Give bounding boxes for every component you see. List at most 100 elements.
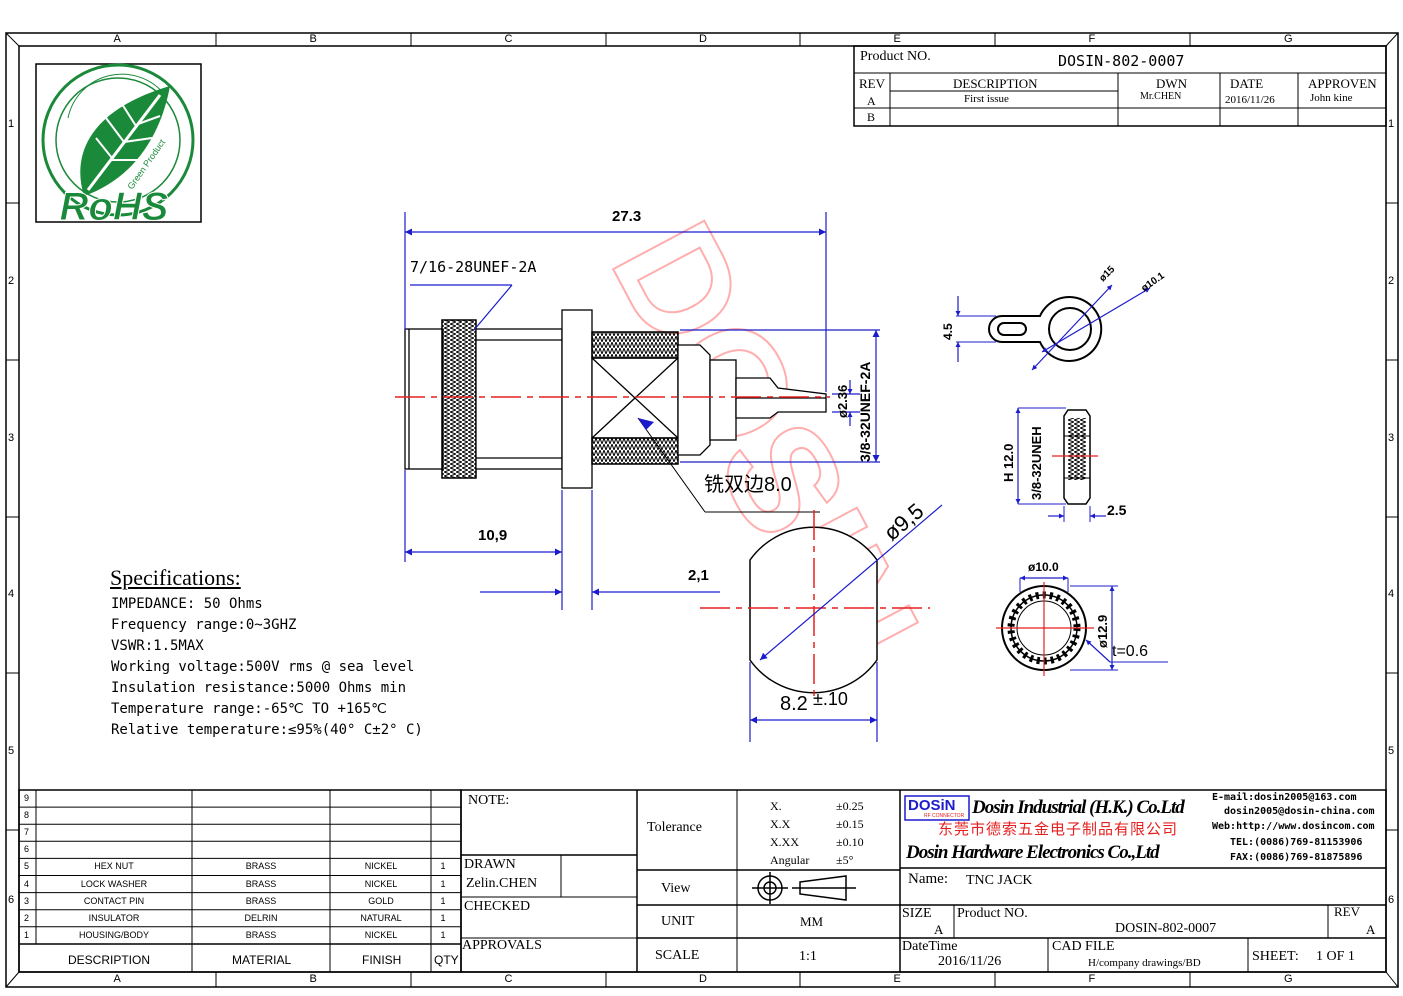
cad-file-path: H/company drawings/BD [1088, 957, 1201, 969]
bom-row-qty: 1 [440, 878, 446, 889]
tolerance-key: Angular [770, 853, 810, 867]
unit-value: MM [800, 914, 824, 929]
company-tel: TEL:(0086)769-81153906 [1230, 837, 1363, 848]
bom-row-description: INSULATOR [88, 912, 140, 923]
datetime-value: 2016/11/26 [938, 954, 1002, 969]
note-label: NOTE: [468, 793, 510, 808]
unit-label: UNIT [661, 914, 695, 929]
sheet-label: SHEET: [1252, 949, 1299, 964]
dim-washer-d2: ø12.9 [1095, 614, 1110, 648]
zone-row-1-left: 1 [8, 117, 15, 130]
tb-product-no-label: Product NO. [957, 906, 1028, 921]
bom-row-no: 8 [24, 810, 30, 821]
rev-header-rev: REV [859, 76, 885, 91]
part-name: TNC JACK [966, 873, 1033, 888]
scale-label: SCALE [655, 948, 700, 963]
tolerance-value: ±5° [836, 853, 854, 867]
logo-main-text: RoHS [60, 185, 169, 229]
bom-row-qty: 1 [440, 912, 446, 923]
zone-row-4-right: 4 [1388, 588, 1395, 600]
bom-header-description: DESCRIPTION [68, 953, 151, 967]
rev-row-a-date: 2016/11/26 [1225, 94, 1275, 106]
spec-line: Frequency range:0~3GHZ [111, 617, 297, 633]
dim-nut-h: H 12.0 [1001, 443, 1016, 482]
bom-row-material: DELRIN [244, 912, 278, 923]
bom-row-qty: 1 [440, 895, 446, 906]
zone-row-5-left: 5 [8, 744, 15, 757]
dim-washer-t: t=0.6 [1112, 643, 1149, 660]
bom-row-no: 9 [24, 793, 30, 803]
sheet-value: 1 OF 1 [1316, 949, 1355, 964]
bom-row-finish: GOLD [368, 895, 394, 906]
revision-block [853, 45, 1387, 127]
bom-row-finish: NATURAL [360, 912, 402, 923]
zone-col-f-bottom: F [1088, 973, 1096, 985]
zone-col-e-top: E [893, 33, 901, 45]
spec-line: Relative temperature:≤95%(40° C±2° C) [111, 722, 423, 738]
zone-row-2-left: 2 [8, 274, 15, 287]
bom-row-material: BRASS [245, 895, 277, 906]
zone-row-2-right: 2 [1388, 274, 1395, 287]
bom-header-qty: QTY [434, 953, 459, 967]
name-label: Name: [908, 871, 948, 887]
bom-row-finish: NICKEL [364, 861, 398, 872]
lock-washer-view [996, 575, 1168, 676]
bom-row-no: 1 [24, 929, 30, 940]
rev-row-a-description: First issue [964, 93, 1009, 105]
spec-title: Specifications: [110, 565, 241, 590]
zone-col-g-top: G [1284, 33, 1293, 45]
bom-header-finish: FINISH [362, 953, 402, 967]
dim-nut-thread: 3/8-32UNEH [1029, 426, 1044, 500]
dim-pin-dia: ø2.36 [835, 384, 850, 418]
tolerance-key: X. [770, 799, 782, 813]
zone-col-a-bottom: A [113, 973, 121, 985]
dim-nut-w: 2.5 [1107, 502, 1127, 518]
projection-view-icon [752, 872, 856, 904]
spec-line: Temperature range:-65℃ TO +165℃ [111, 701, 387, 717]
zone-row-3-left: 3 [8, 431, 15, 444]
bom-row-description: LOCK WASHER [80, 878, 148, 889]
bom-row-no: 4 [24, 878, 30, 889]
drawn-by: Zelin.CHEN [466, 876, 538, 891]
rev-product-no-label: Product NO. [860, 49, 931, 64]
dimension-lines [404, 212, 880, 610]
company-email-1: E-mail:dosin2005@163.com [1212, 792, 1357, 803]
company-name-hw: Dosin Hardware Electronics Co.,Ltd [906, 842, 1160, 863]
company-name-hk: Dosin Industrial (H.K.) Co.Ltd [972, 797, 1185, 818]
zone-col-c-bottom: C [504, 973, 513, 985]
bom-row-finish: NICKEL [364, 929, 398, 940]
dim-cut-tol: ±.10 [813, 689, 848, 709]
tb-rev-value: A [1366, 922, 1376, 937]
spec-line: IMPEDANCE: 50 Ohms [111, 596, 263, 612]
rev-row-b-rev: B [867, 110, 876, 124]
rev-header-dwn: DWN [1156, 76, 1188, 91]
tb-product-no: DOSIN-802-0007 [1115, 921, 1217, 936]
tb-rev-label: REV [1334, 904, 1360, 919]
dim-len-10-9: 10,9 [478, 527, 508, 544]
dim-thread-front: 7/16-28UNEF-2A [410, 258, 537, 276]
dim-overall-length: 27.3 [612, 208, 642, 225]
zone-col-b-bottom: B [309, 973, 317, 985]
bom-row-material: BRASS [245, 878, 277, 889]
approvals-label: APPROVALS [462, 938, 542, 953]
milled-leader [637, 417, 820, 513]
dim-lug-h: 4.5 [941, 323, 955, 340]
rev-header-date: DATE [1230, 76, 1264, 91]
tolerance-key: X.X [770, 817, 791, 831]
dim-cut-flat: 8.2 [780, 693, 808, 715]
bom-row-material: BRASS [245, 929, 277, 940]
bom-row-no: 7 [24, 827, 30, 838]
rev-header-description: DESCRIPTION [953, 76, 1038, 91]
bom-row-qty: 1 [440, 861, 446, 872]
company-name-cn: 东莞市德索五金电子制品有限公司 [938, 822, 1179, 838]
bom-row-material: BRASS [245, 861, 277, 872]
zone-col-f-top: F [1088, 33, 1096, 45]
bom-row-no: 6 [24, 844, 30, 855]
rev-row-a-rev: A [867, 94, 876, 108]
tolerance-value: ±0.10 [836, 835, 864, 849]
sheet-frame [5, 32, 1399, 988]
bom-row-no: 5 [24, 861, 30, 872]
drawn-label: DRAWN [464, 857, 516, 872]
